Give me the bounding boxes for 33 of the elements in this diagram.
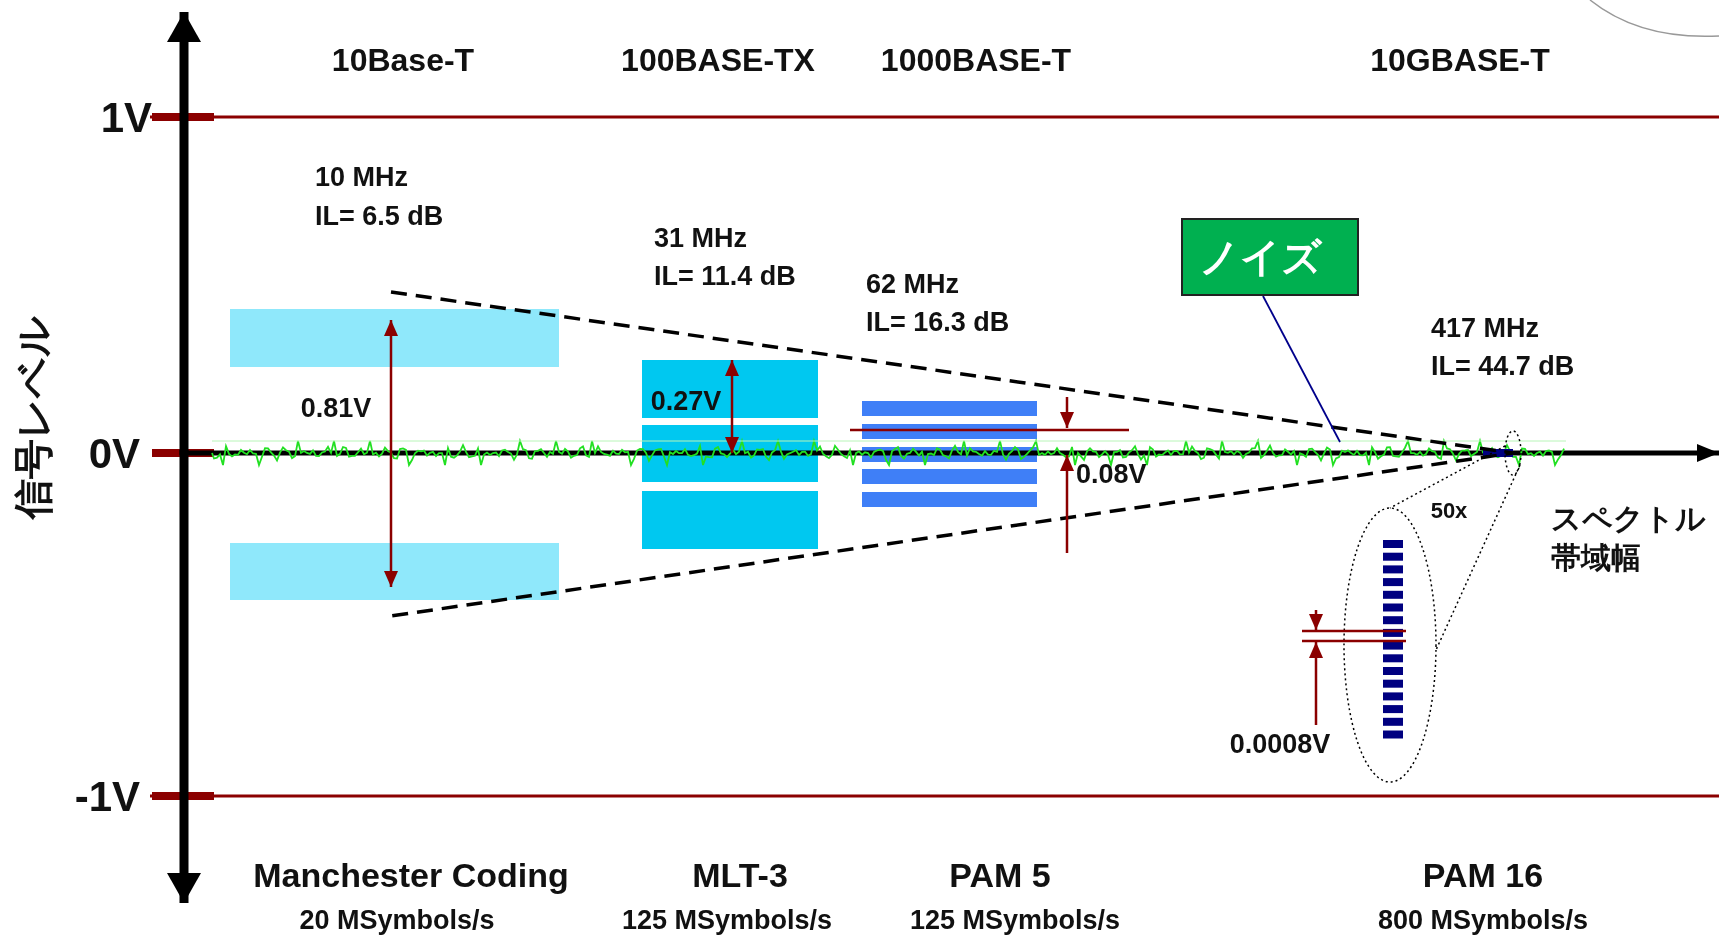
insertion-loss-label: IL= 44.7 dB	[1431, 352, 1575, 382]
symbol-rate-label: 125 MSymbols/s	[909, 906, 1121, 936]
frequency-label: 62 MHz	[866, 270, 960, 300]
frequency-label: 417 MHz	[1431, 314, 1540, 344]
standard-name: 10Base-T	[331, 43, 475, 79]
symbol-rate-label: 800 MSymbols/s	[1377, 906, 1589, 936]
axis-title: スペクトル帯域幅	[1551, 501, 1707, 576]
leader-line	[1262, 295, 1341, 443]
insertion-loss-label: IL= 16.3 dB	[866, 308, 1010, 338]
voltage-label: 0.81V	[300, 394, 372, 424]
coding-name: MLT-3	[692, 857, 788, 895]
axis-tick-label: -1V	[74, 773, 140, 821]
coding-name: PAM 16	[1422, 857, 1544, 895]
magnification-label: 50x	[1430, 498, 1468, 524]
voltage-label: 0.27V	[650, 387, 722, 417]
voltage-label: 0.08V	[1076, 460, 1147, 490]
callout-box: ノイズ	[1181, 218, 1359, 296]
coding-name: Manchester Coding	[253, 857, 569, 895]
coding-name: PAM 5	[949, 857, 1051, 895]
standard-name: 1000BASE-T	[880, 43, 1072, 79]
standard-name: 10GBASE-T	[1370, 43, 1550, 79]
insertion-loss-label: IL= 11.4 dB	[654, 262, 796, 292]
symbol-rate-label: 125 MSymbols/s	[621, 906, 833, 936]
axis-tick-label: 1V	[100, 94, 152, 142]
voltage-label: 0.0008V	[1229, 730, 1331, 760]
frequency-label: 31 MHz	[654, 224, 748, 254]
insertion-loss-label: IL= 6.5 dB	[315, 202, 444, 232]
axis-tick-label: 0V	[88, 430, 140, 478]
noise-trace	[211, 440, 1565, 466]
symbol-rate-label: 20 MSymbols/s	[299, 906, 495, 936]
frequency-label: 10 MHz	[315, 163, 409, 193]
standard-name: 100BASE-TX	[621, 43, 815, 79]
axis-title: 信号レベル	[11, 315, 55, 519]
